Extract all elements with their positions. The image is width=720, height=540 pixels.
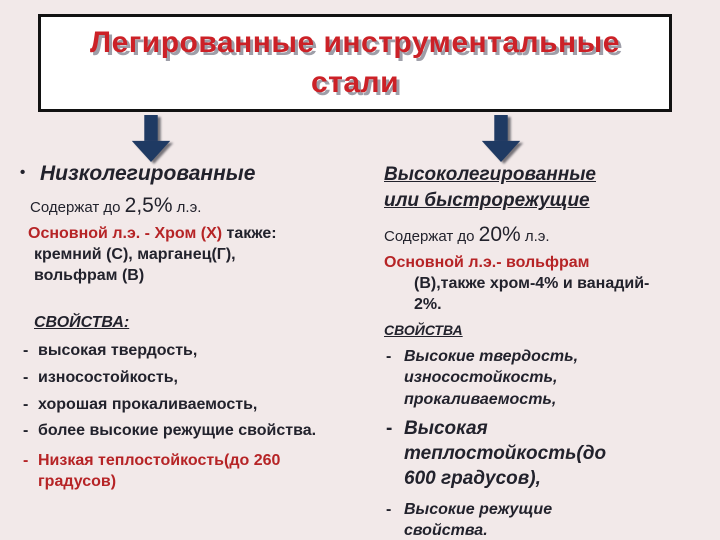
left-main-alloy: Основной л.э. - Хром (Х) также: кремний … <box>28 224 328 286</box>
right-contains-line: Содержат до 20% л.э. <box>384 223 700 247</box>
slide-title-box: Легированные инструментальные стали <box>38 14 672 112</box>
slide-title-line2: стали <box>310 66 400 99</box>
right-main-alloy: Основной л.э.- вольфрам (В),также хром-4… <box>384 253 659 315</box>
property-item: более высокие режущие свойства. <box>20 420 365 442</box>
right-heading-line2: или быстрорежущие <box>384 189 590 211</box>
property-item-red: Низкая теплостойкость(до 260 градусов) <box>20 450 293 493</box>
left-contains-value: 2,5% <box>124 194 173 217</box>
right-heading-line1: Высоколегированные <box>384 164 596 185</box>
down-arrow-icon <box>481 115 521 163</box>
right-contains-value: 20% <box>478 223 521 247</box>
right-main-alloy-red: Основной л.э.- вольфрам <box>384 254 590 272</box>
right-properties-list: Высокие твердость, износостойкость, прок… <box>384 346 700 540</box>
slide-title-line1: Легированные инструментальные <box>90 25 620 59</box>
left-contains-suffix: л.э. <box>172 199 202 216</box>
property-item: Высокие твердость, износостойкость, прок… <box>384 346 629 411</box>
down-arrow-icon <box>131 115 171 163</box>
property-item: хорошая прокаливаемость, <box>20 394 365 416</box>
property-item: высокая твердость, <box>20 340 365 362</box>
left-main-alloy-rest: кремний (С), марганец(Г), вольфрам (В) <box>34 245 236 284</box>
property-item: Высокая теплостойкость(до 600 градусов), <box>384 417 629 491</box>
left-column: Низколегированные Содержат до 2,5% л.э. … <box>20 162 365 498</box>
left-heading: Низколегированные <box>20 162 365 186</box>
right-contains-prefix: Содержат до <box>384 228 479 246</box>
right-properties-heading: СВОЙСТВА <box>384 321 463 338</box>
property-item: износостойкость, <box>20 367 365 389</box>
left-contains-line: Содержат до 2,5% л.э. <box>30 194 365 218</box>
left-properties-list: высокая твердость, износостойкость, хоро… <box>20 340 365 493</box>
left-main-alloy-red: Основной л.э. - Хром (Х) <box>28 225 223 242</box>
left-properties-heading: СВОЙСТВА: <box>34 314 130 332</box>
right-contains-suffix: л.э. <box>520 228 550 246</box>
right-column: Высоколегированные или быстрорежущие Сод… <box>384 162 700 540</box>
left-contains-prefix: Содержат до <box>30 199 125 216</box>
right-main-alloy-rest: (В),также хром-4% и ванадий- 2%. <box>414 275 650 313</box>
property-item: Высокие режущие свойства. <box>384 499 629 540</box>
left-main-alloy-also: также: <box>222 225 277 242</box>
